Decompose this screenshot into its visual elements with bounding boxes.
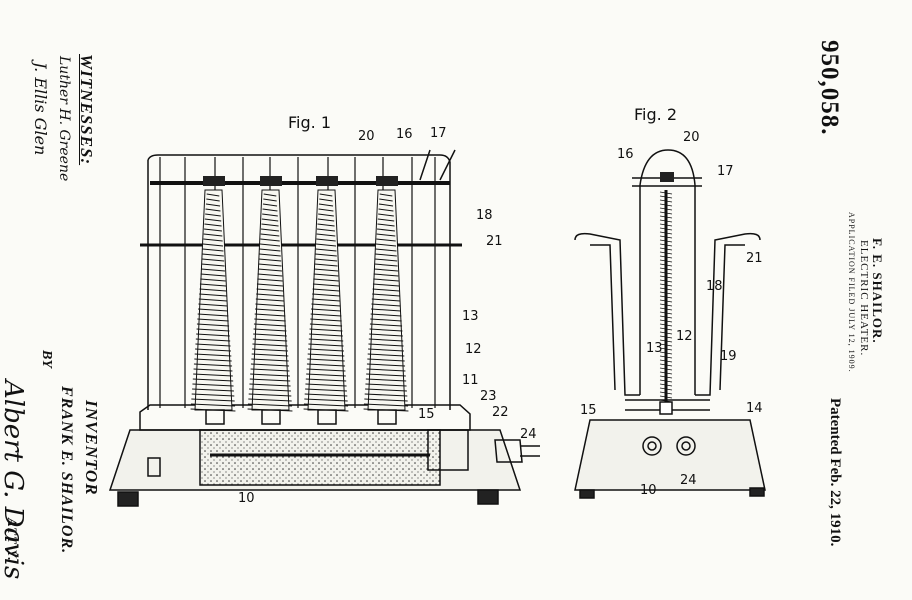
svg-text:24: 24	[680, 473, 697, 488]
svg-text:13: 13	[646, 341, 663, 356]
svg-text:20: 20	[358, 129, 375, 144]
svg-text:16: 16	[396, 127, 413, 142]
figure-1	[110, 150, 540, 506]
svg-text:12: 12	[465, 342, 482, 357]
svg-text:11: 11	[462, 373, 479, 388]
svg-text:18: 18	[706, 279, 723, 294]
svg-text:13: 13	[462, 309, 479, 324]
figure-1-label: Fig. 1	[288, 113, 331, 132]
svg-text:21: 21	[746, 251, 763, 266]
svg-text:24: 24	[520, 427, 537, 442]
svg-text:22: 22	[492, 405, 509, 420]
figure-2-label: Fig. 2	[634, 105, 677, 124]
svg-text:10: 10	[640, 483, 657, 498]
svg-text:15: 15	[580, 403, 597, 418]
figure-2	[575, 150, 765, 498]
svg-text:17: 17	[717, 164, 734, 179]
svg-text:17: 17	[430, 126, 447, 141]
svg-text:10: 10	[238, 491, 255, 506]
svg-text:15: 15	[418, 407, 435, 422]
svg-text:18: 18	[476, 208, 493, 223]
svg-text:14: 14	[746, 401, 763, 416]
svg-text:20: 20	[683, 130, 700, 145]
svg-text:23: 23	[480, 389, 497, 404]
svg-text:21: 21	[486, 234, 503, 249]
svg-text:16: 16	[617, 147, 634, 162]
svg-text:12: 12	[676, 329, 693, 344]
svg-text:19: 19	[720, 349, 737, 364]
